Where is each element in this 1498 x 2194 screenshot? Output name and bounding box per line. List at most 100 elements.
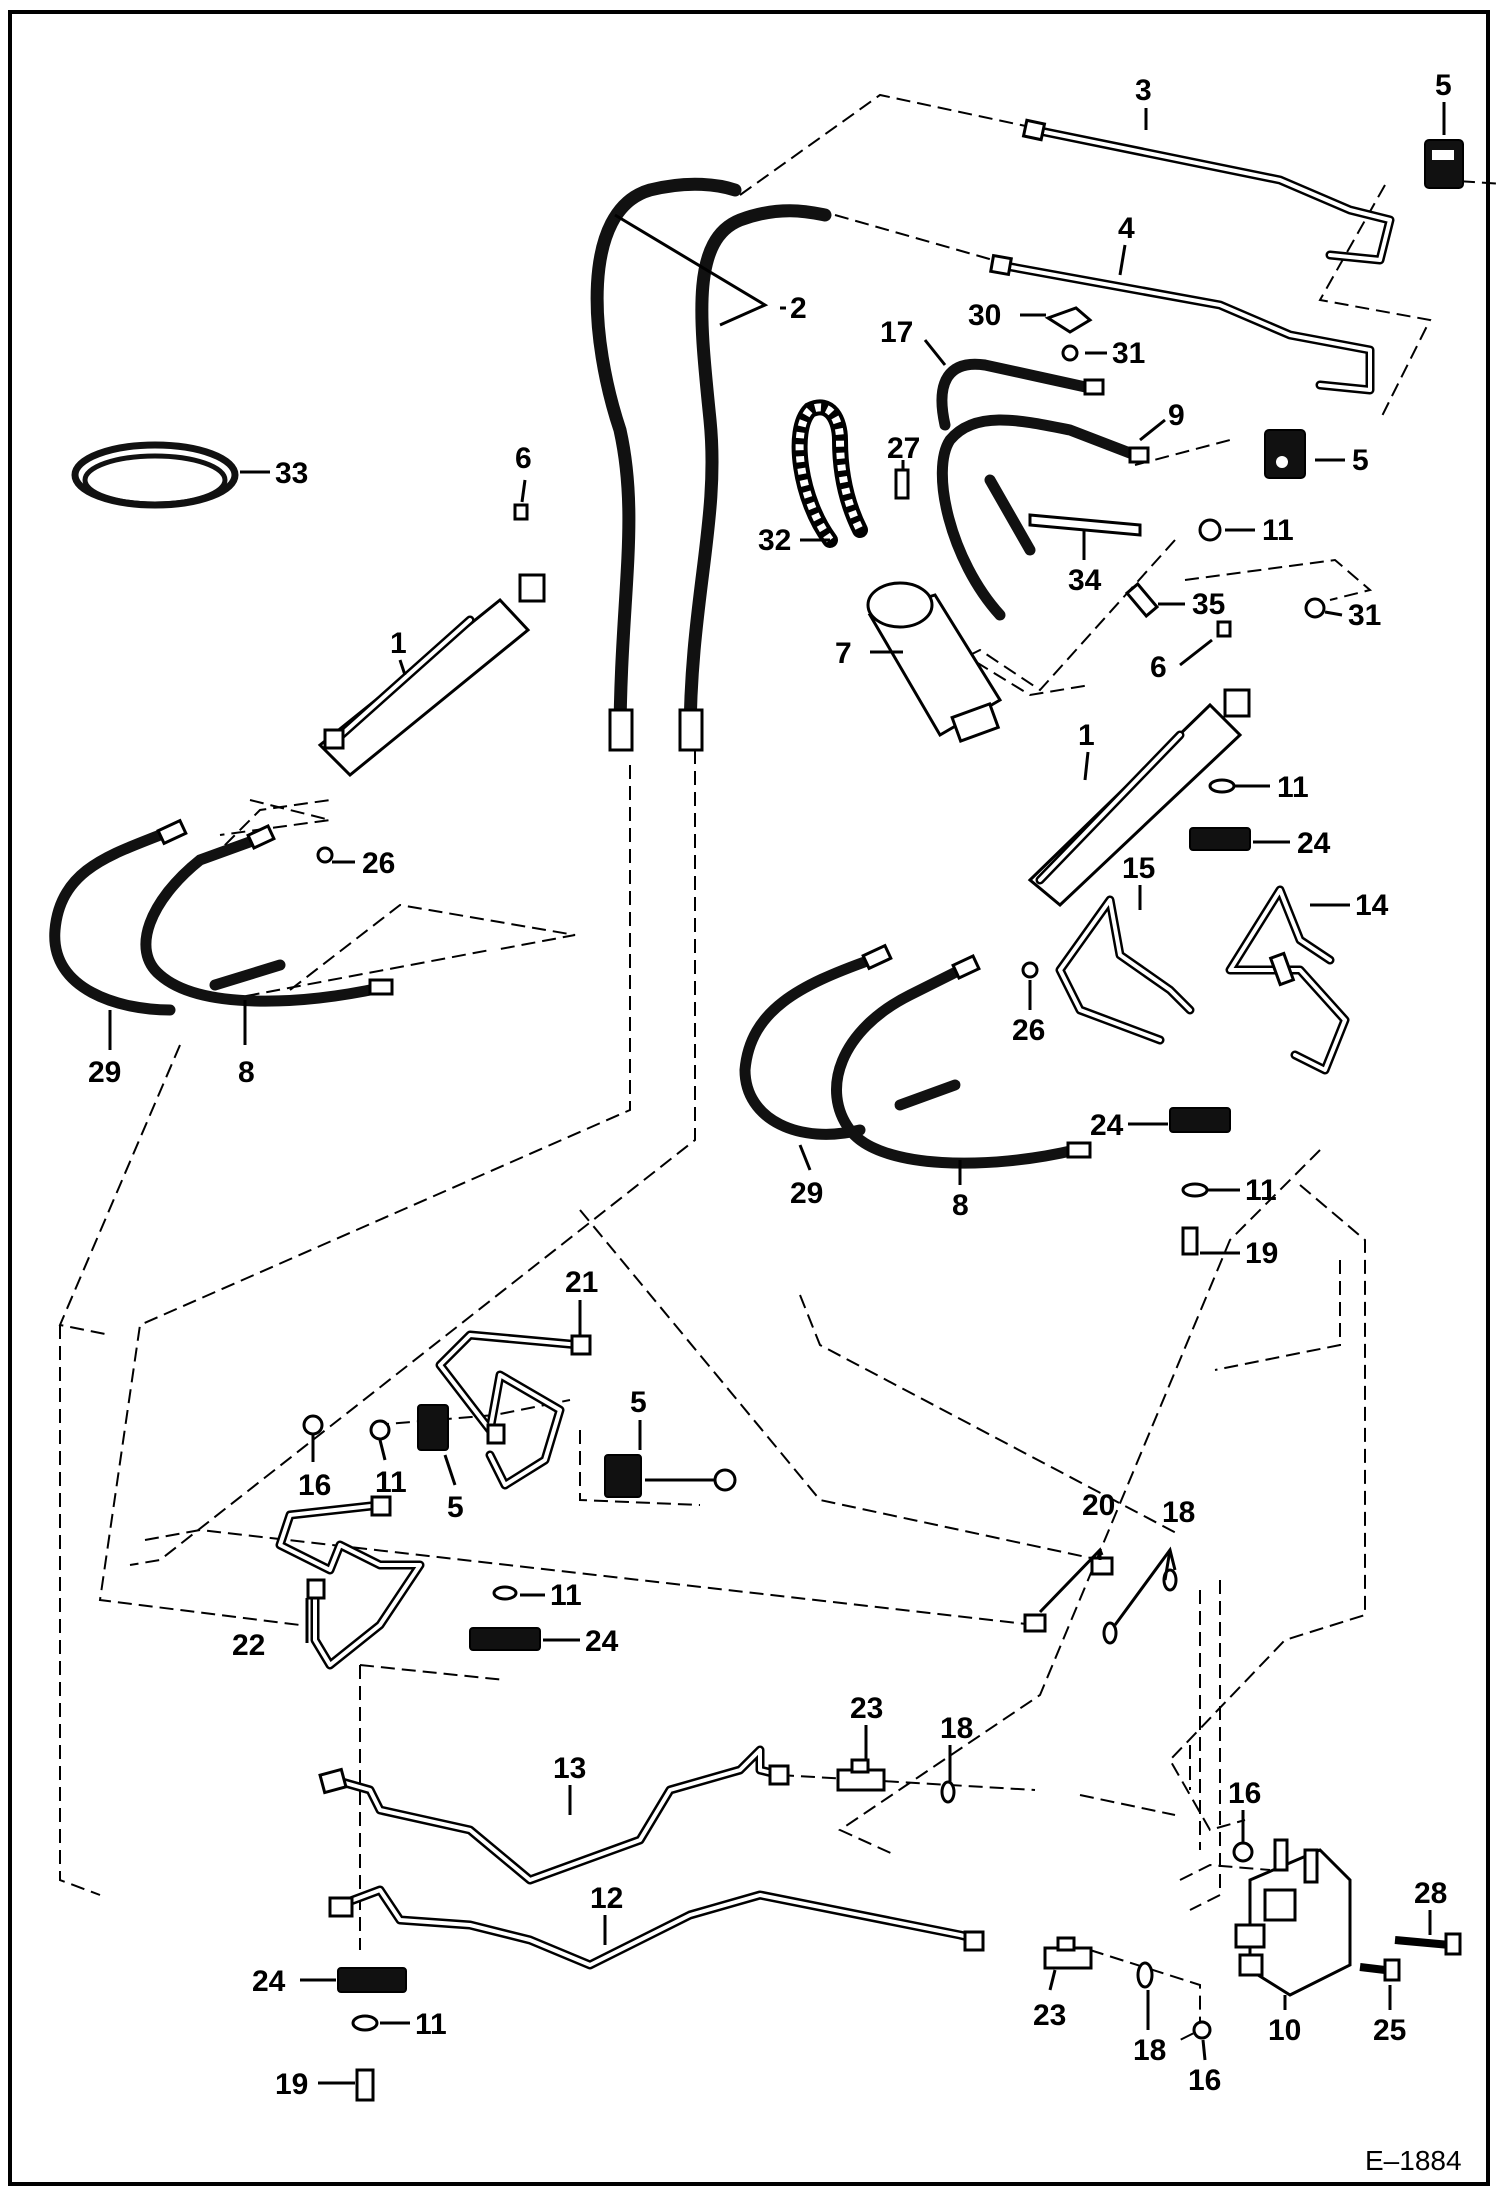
callout-24: 24 <box>1090 1109 1124 1142</box>
part-16-nut-a <box>302 1414 324 1436</box>
callout-34: 34 <box>1068 564 1102 597</box>
part-18-oring-b <box>1102 1621 1118 1645</box>
part-24-clamp-c <box>469 1627 541 1651</box>
callout-2: 2 <box>790 292 807 325</box>
part-31-nut-a <box>1061 344 1079 362</box>
callout-31: 31 <box>1348 599 1381 632</box>
callout-5: 5 <box>630 1386 647 1419</box>
part-28-bolt-head <box>1444 1932 1462 1956</box>
part-5-clamp-left <box>417 1404 449 1451</box>
callout-24: 24 <box>1297 827 1331 860</box>
callout-4: 4 <box>1118 212 1135 245</box>
part-5-clamp-mid <box>1264 429 1306 479</box>
callout-16: 16 <box>1228 1777 1261 1810</box>
callout-13: 13 <box>553 1752 586 1785</box>
part-24-clamp-b <box>1169 1107 1231 1133</box>
part-14-tube <box>1225 885 1350 1075</box>
part-29-hose-left <box>49 818 188 1016</box>
part-11-washer-a <box>1198 518 1222 542</box>
callout-24: 24 <box>252 1965 286 1998</box>
part-19-screw-a <box>1181 1226 1199 1256</box>
figure-id: E–1884 <box>1365 2145 1462 2176</box>
part-31-nut-b <box>1304 597 1326 619</box>
part-5-clamp-top <box>1424 139 1464 189</box>
part-2-hoses <box>590 177 832 752</box>
callout-11: 11 <box>550 1579 582 1612</box>
callout-19: 19 <box>1245 1237 1278 1270</box>
part-34-strap <box>1028 513 1142 537</box>
part-18-oring-c <box>940 1780 956 1804</box>
callout-11: 11 <box>1262 514 1294 547</box>
callout-22: 22 <box>232 1629 265 1662</box>
callout-23: 23 <box>1033 1999 1066 2032</box>
callout-27: 27 <box>887 432 920 465</box>
part-8-hose-left <box>140 824 394 1007</box>
part-20-fittings <box>1023 1556 1114 1633</box>
part-32-sleeve <box>791 399 868 548</box>
callout-16: 16 <box>298 1469 331 1502</box>
callout-11: 11 <box>375 1466 407 1499</box>
part-5-bolt-head <box>713 1468 737 1492</box>
part-16-nut-b <box>1232 1841 1254 1863</box>
part-22-tube <box>275 1495 425 1670</box>
part-35-bolt <box>1124 581 1160 619</box>
callout-11: 11 <box>1277 771 1309 804</box>
callout-25: 25 <box>1373 2014 1406 2047</box>
part-11-washer-d <box>369 1419 391 1441</box>
callout-1: 1 <box>1078 719 1095 752</box>
part-27-fitting <box>894 468 910 500</box>
callout-29: 29 <box>88 1056 121 1089</box>
callout-18: 18 <box>1133 2034 1166 2067</box>
part-1-cylinder-right <box>1027 688 1251 908</box>
part-11-washer-e <box>492 1585 518 1601</box>
part-9-hose <box>936 414 1150 621</box>
callout-6: 6 <box>515 442 532 475</box>
callout-6: 6 <box>1150 651 1167 684</box>
callout-33: 33 <box>275 457 308 490</box>
part-21-tube <box>435 1330 592 1490</box>
part-4-tube <box>989 253 1375 395</box>
callout-31: 31 <box>1112 337 1145 370</box>
callout-26: 26 <box>1012 1014 1045 1047</box>
callout-28: 28 <box>1414 1877 1447 1910</box>
callout-11: 11 <box>1245 1174 1277 1207</box>
callout-10: 10 <box>1268 2014 1301 2047</box>
part-26-fitting-a <box>316 846 334 864</box>
part-5-clamp-low <box>604 1454 642 1498</box>
callout-5: 5 <box>447 1491 464 1524</box>
callout-21: 21 <box>565 1266 598 1299</box>
callout-24: 24 <box>585 1625 619 1658</box>
callout-3: 3 <box>1135 74 1152 107</box>
part-15-tube <box>1055 895 1195 1045</box>
part-13-tube <box>318 1745 790 1885</box>
callout-18: 18 <box>1162 1496 1195 1529</box>
assembly-guide-lines <box>58 93 1498 2041</box>
part-6-fitting-a <box>513 503 529 521</box>
part-29-hose-right <box>739 943 893 1140</box>
callout-5: 5 <box>1435 69 1452 102</box>
part-26-fitting-b <box>1021 961 1039 979</box>
callout-7: 7 <box>835 637 852 670</box>
part-24-clamp-d <box>337 1967 407 1993</box>
part-12-tube <box>328 1885 985 1970</box>
part-11-washer-b <box>1208 778 1236 794</box>
part-8-hose-right <box>831 954 1092 1169</box>
part-25-bolt <box>1359 1963 1386 1974</box>
part-18-oring-d <box>1136 1961 1154 1989</box>
callout-leaders <box>108 102 1446 2085</box>
part-3-tube <box>1021 118 1395 265</box>
part-24-clamp-a <box>1189 827 1251 851</box>
callout-19: 19 <box>275 2068 308 2101</box>
diagram-frame <box>8 10 1490 2186</box>
callout-20: 20 <box>1082 1489 1115 1522</box>
callout-8: 8 <box>238 1056 255 1089</box>
part-10-valve <box>1234 1838 1352 1997</box>
callout-18: 18 <box>940 1712 973 1745</box>
callout-11: 11 <box>415 2008 447 2041</box>
callout-12: 12 <box>590 1882 623 1915</box>
callout-15: 15 <box>1122 852 1155 885</box>
part-23-tee-a <box>836 1758 886 1792</box>
callout-labels: 3 5 2 4 30 31 17 9 5 27 33 6 11 32 34 35… <box>88 69 1452 2101</box>
part-7-cylinder <box>866 581 1003 743</box>
callout-23: 23 <box>850 1692 883 1725</box>
